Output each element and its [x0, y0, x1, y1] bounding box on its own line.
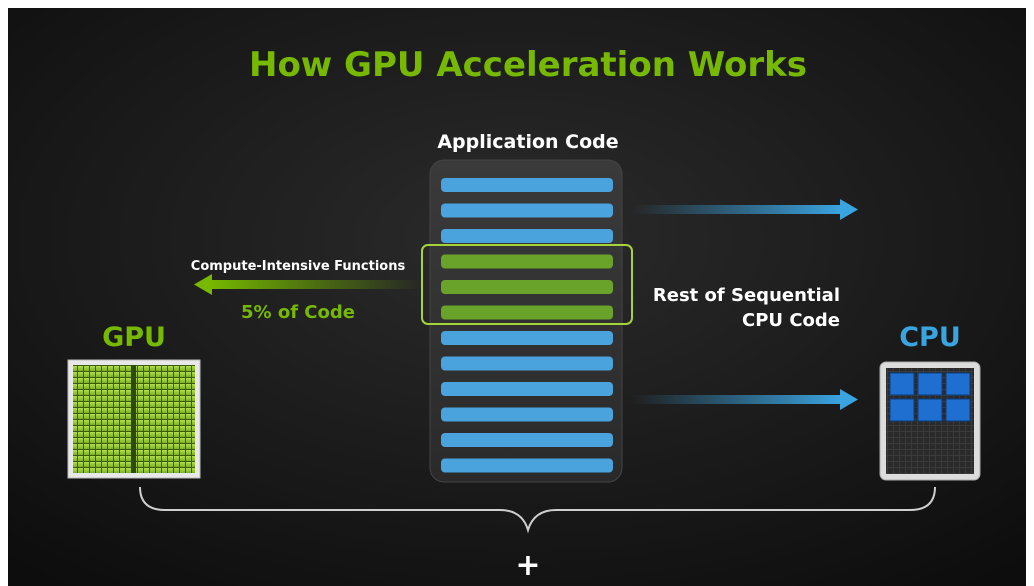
rest-sequential-label: Rest of Sequential — [653, 285, 840, 306]
cpu-core — [889, 398, 915, 422]
compute-function-bar — [441, 280, 613, 294]
compute-intensive-label: Compute-Intensive Functions — [191, 259, 406, 274]
percent-of-code-label: 5% of Code — [241, 302, 355, 323]
slide-title: How GPU Acceleration Works — [249, 45, 807, 85]
gpu-chip-icon — [67, 359, 201, 479]
sequential-code-bar — [441, 178, 613, 192]
sequential-code-bar — [441, 356, 613, 371]
arrow-bottom-to-cpu — [632, 389, 858, 410]
cpu-chip-icon — [879, 361, 981, 481]
sequential-code-bar — [441, 203, 613, 218]
arrow-to-gpu — [194, 274, 422, 295]
cpu-cores — [889, 372, 971, 422]
arrow-top-to-cpu — [632, 199, 858, 220]
cpu-label: CPU — [899, 322, 961, 353]
app-code-label: Application Code — [437, 131, 618, 153]
bottom-brace — [139, 486, 936, 534]
compute-function-bar — [441, 254, 613, 269]
sequential-code-bar — [441, 331, 613, 345]
plus-symbol: + — [515, 548, 540, 583]
cpu-core — [889, 372, 915, 396]
sequential-code-bar — [441, 229, 613, 243]
compute-function-bar — [441, 305, 613, 320]
sequential-code-bar — [441, 458, 613, 473]
gpu-label: GPU — [102, 322, 166, 353]
cpu-code-label: CPU Code — [742, 310, 840, 331]
sequential-code-bar — [441, 407, 613, 422]
cpu-core — [917, 398, 943, 422]
code-bars — [441, 178, 613, 473]
cpu-core — [917, 372, 943, 396]
sequential-code-bar — [441, 382, 613, 396]
cpu-core — [945, 372, 971, 396]
cpu-core — [945, 398, 971, 422]
sequential-code-bar — [441, 433, 613, 447]
